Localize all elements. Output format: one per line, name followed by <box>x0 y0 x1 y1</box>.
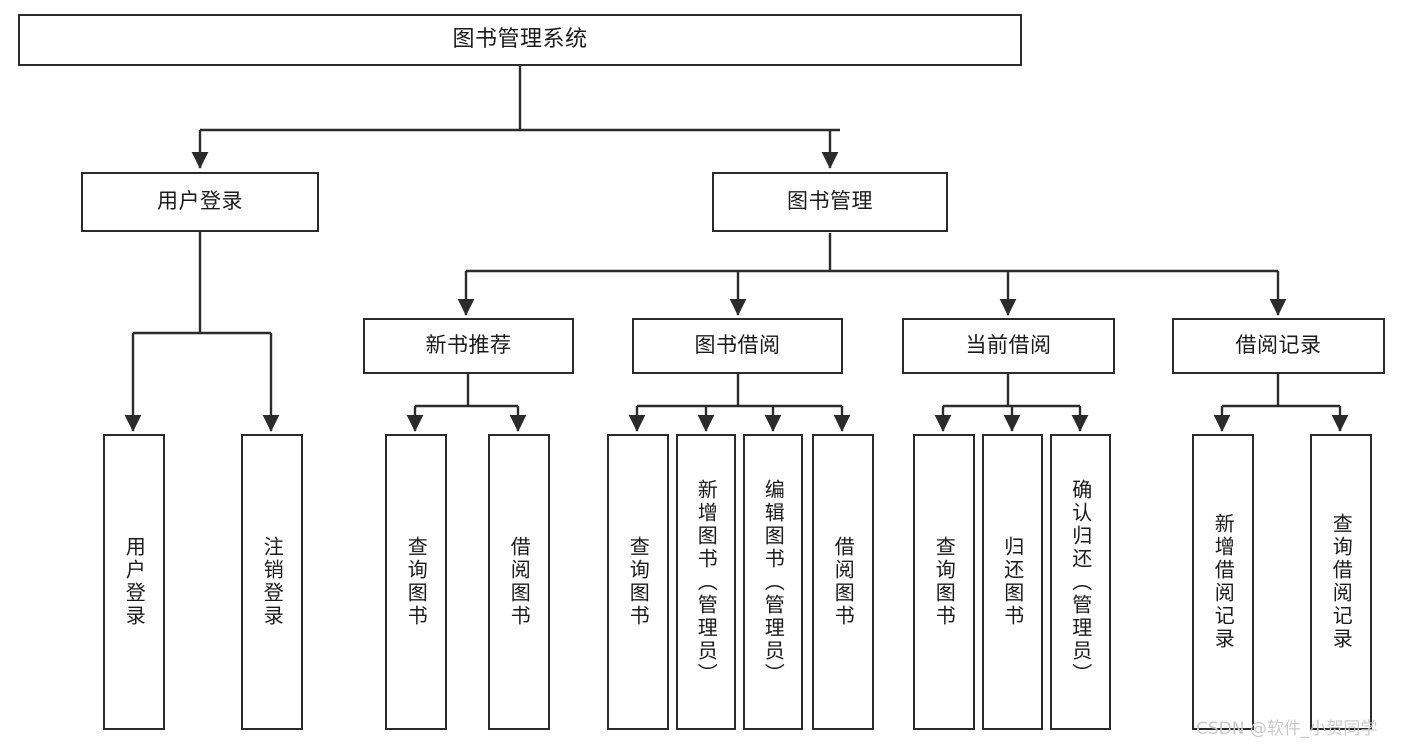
node-leaf-new-book-rec-1[interactable]: 查询图书 <box>385 434 447 730</box>
node-borrow-record-label: 借阅记录 <box>1235 333 1322 358</box>
node-borrow-record[interactable]: 借阅记录 <box>1172 318 1385 374</box>
node-leaf-book-borrow-3[interactable]: 编辑图书（管理员） <box>743 434 803 730</box>
node-new-book-rec[interactable]: 新书推荐 <box>363 318 574 374</box>
node-leaf-new-book-rec-2-label: 借阅图书 <box>507 536 532 628</box>
node-leaf-borrow-record-2[interactable]: 查询借阅记录 <box>1310 434 1372 730</box>
node-leaf-borrow-record-1-label: 新增借阅记录 <box>1211 513 1236 651</box>
node-leaf-new-book-rec-2[interactable]: 借阅图书 <box>488 434 550 730</box>
node-leaf-borrow-record-1[interactable]: 新增借阅记录 <box>1192 434 1254 730</box>
node-leaf-current-borrow-3-label: 确认归还（管理员） <box>1068 478 1093 686</box>
node-leaf-book-borrow-4[interactable]: 借阅图书 <box>812 434 874 730</box>
node-current-borrow-label: 当前借阅 <box>965 333 1052 358</box>
node-user-login[interactable]: 用户登录 <box>81 172 319 232</box>
node-leaf-book-borrow-3-label: 编辑图书（管理员） <box>761 478 786 686</box>
node-leaf-current-borrow-2[interactable]: 归还图书 <box>982 434 1043 730</box>
node-leaf-new-book-rec-1-label: 查询图书 <box>404 536 429 628</box>
node-leaf-current-borrow-1[interactable]: 查询图书 <box>913 434 975 730</box>
node-leaf-book-borrow-1[interactable]: 查询图书 <box>607 434 669 730</box>
node-book-borrow[interactable]: 图书借阅 <box>632 318 843 374</box>
node-new-book-rec-label: 新书推荐 <box>425 333 512 358</box>
node-current-borrow[interactable]: 当前借阅 <box>902 318 1115 374</box>
node-leaf-current-borrow-2-label: 归还图书 <box>1000 536 1025 628</box>
node-leaf-current-borrow-3[interactable]: 确认归还（管理员） <box>1050 434 1111 730</box>
node-leaf-borrow-record-2-label: 查询借阅记录 <box>1329 513 1354 651</box>
node-leaf-book-borrow-1-label: 查询图书 <box>626 536 651 628</box>
node-leaf-book-borrow-2[interactable]: 新增图书（管理员） <box>676 434 736 730</box>
node-leaf-user-login-1-label: 用户登录 <box>122 536 147 628</box>
node-book-manage-label: 图书管理 <box>787 189 873 214</box>
node-leaf-user-login-1[interactable]: 用户登录 <box>103 434 165 730</box>
node-leaf-user-login-2[interactable]: 注销登录 <box>241 434 303 730</box>
node-leaf-book-borrow-2-label: 新增图书（管理员） <box>694 478 719 686</box>
node-root-label: 图书管理系统 <box>452 26 588 52</box>
node-book-manage[interactable]: 图书管理 <box>712 172 948 232</box>
node-book-borrow-label: 图书借阅 <box>694 333 781 358</box>
node-user-login-label: 用户登录 <box>157 189 243 214</box>
node-leaf-book-borrow-4-label: 借阅图书 <box>831 536 856 628</box>
node-leaf-current-borrow-1-label: 查询图书 <box>932 536 957 628</box>
node-root[interactable]: 图书管理系统 <box>18 14 1022 66</box>
node-leaf-user-login-2-label: 注销登录 <box>260 536 285 628</box>
